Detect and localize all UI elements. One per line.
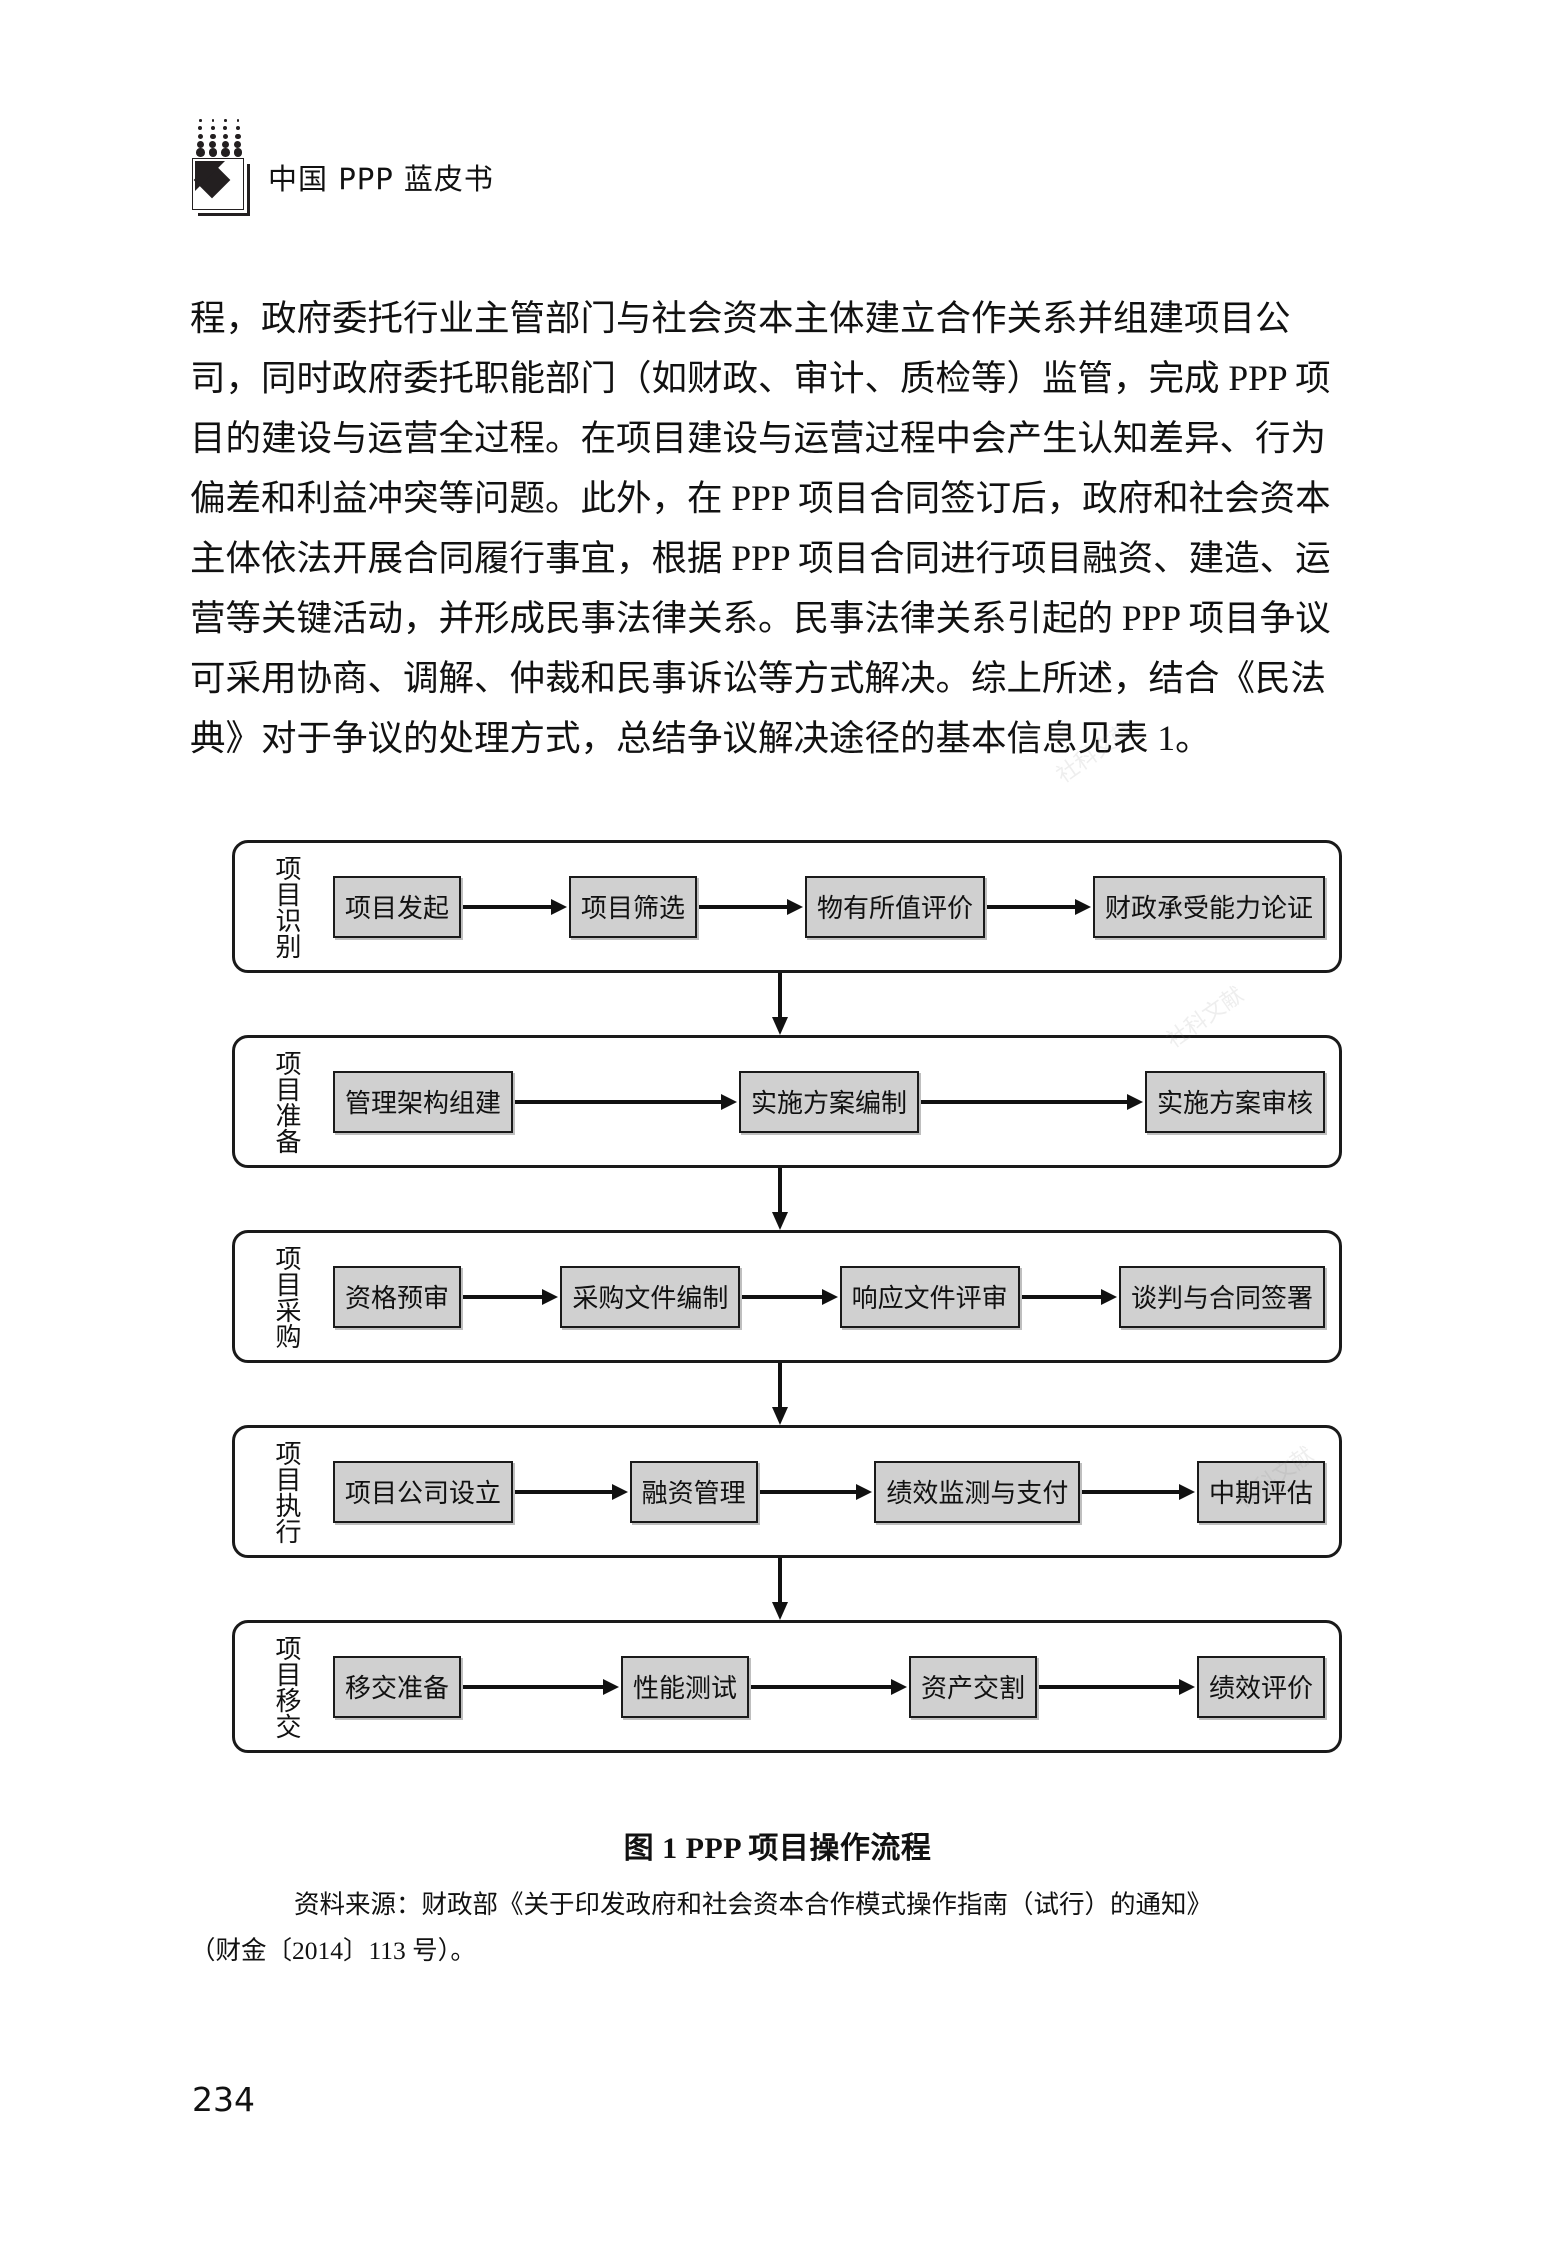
paragraph-line-text: 主体依法开展合同履行事宜，根据 PPP 项目合同进行项目融资、建造、运 bbox=[190, 538, 1331, 578]
paragraph-line: 司，同时政府委托职能部门（如财政、审计、质检等）监管，完成 PPP 项 bbox=[190, 348, 1368, 408]
paragraph-line-text: 营等关键活动，并形成民事法律关系。民事法律关系引起的 PPP 项目争议 bbox=[190, 598, 1331, 638]
flow-step-box: 响应文件评审 bbox=[839, 1265, 1020, 1328]
flow-step-box: 管理架构组建 bbox=[333, 1070, 514, 1133]
flow-step-box: 绩效监测与支付 bbox=[874, 1460, 1081, 1523]
arrow-right-icon bbox=[1021, 1288, 1117, 1305]
flow-stage-steps: 资格预审 采购文件编制 响应文件评审 谈判与合同签署 bbox=[329, 1265, 1339, 1328]
flow-stage: 项目采购 资格预审 采购文件编制 响应文件评审 谈判与合同签署 bbox=[232, 1230, 1342, 1363]
arrow-right-icon bbox=[921, 1093, 1143, 1110]
arrow-down-icon bbox=[772, 1168, 788, 1230]
paragraph-line-text: 目的建设与运营全过程。在项目建设与运营过程中会产生认知差异、行为 bbox=[190, 418, 1327, 458]
arrow-right-icon bbox=[742, 1288, 838, 1305]
arrow-right-icon bbox=[699, 898, 803, 915]
page-header: 中国 PPP 蓝皮书 bbox=[190, 116, 494, 216]
flow-stage: 项目准备 管理架构组建 实施方案编制 实施方案审核 bbox=[232, 1035, 1342, 1168]
logo-page-shape bbox=[192, 158, 244, 210]
paragraph-line: 偏差和利益冲突等问题。此外，在 PPP 项目合同签订后，政府和社会资本 bbox=[190, 468, 1368, 528]
book-page-logo-icon bbox=[190, 116, 252, 216]
flow-step-box: 实施方案审核 bbox=[1145, 1070, 1326, 1133]
page-title: 中国 PPP 蓝皮书 bbox=[268, 162, 494, 196]
paragraph-line: 主体依法开展合同履行事宜，根据 PPP 项目合同进行项目融资、建造、运 bbox=[190, 528, 1368, 588]
arrow-right-icon bbox=[515, 1093, 737, 1110]
paragraph-line: 营等关键活动，并形成民事法律关系。民事法律关系引起的 PPP 项目争议 bbox=[190, 588, 1368, 648]
stage-connector bbox=[232, 973, 1342, 1035]
flow-step-box: 性能测试 bbox=[621, 1655, 750, 1718]
flow-step-box: 移交准备 bbox=[333, 1655, 462, 1718]
ppp-process-flowchart: 项目识别 项目发起 项目筛选 物有所值评价 财政承受能力论证项目准备 管理架构组建 实施方案… bbox=[232, 840, 1342, 1753]
paragraph-line: 目的建设与运营全过程。在项目建设与运营过程中会产生认知差异、行为 bbox=[190, 408, 1368, 468]
page-number: 234 bbox=[192, 2080, 255, 2119]
flow-step-box: 融资管理 bbox=[629, 1460, 758, 1523]
flow-stage-steps: 项目公司设立 融资管理 绩效监测与支付 中期评估 bbox=[329, 1460, 1339, 1523]
arrow-right-icon bbox=[987, 898, 1091, 915]
stage-connector bbox=[232, 1558, 1342, 1620]
paragraph-line: 典》对于争议的处理方式，总结争议解决途径的基本信息见表 1。 bbox=[190, 708, 1368, 768]
figure-source-note: 资料来源：财政部《关于印发政府和社会资本合作模式操作指南（试行）的通知》 （财金… bbox=[190, 1882, 1375, 1974]
arrow-right-icon bbox=[751, 1678, 907, 1695]
arrow-right-icon bbox=[1082, 1483, 1195, 1500]
arrow-down-icon bbox=[772, 973, 788, 1035]
logo-shadow bbox=[198, 164, 250, 216]
source-line-2: （财金〔2014〕113 号）。 bbox=[190, 1936, 476, 1965]
logo-dot-grid bbox=[196, 116, 246, 157]
flow-stage-steps: 管理架构组建 实施方案编制 实施方案审核 bbox=[329, 1070, 1339, 1133]
paragraph-line-text: 程，政府委托行业主管部门与社会资本主体建立合作关系并组建项目公 bbox=[190, 298, 1291, 338]
paragraph-line: 程，政府委托行业主管部门与社会资本主体建立合作关系并组建项目公 bbox=[190, 288, 1368, 348]
flow-step-box: 谈判与合同签署 bbox=[1118, 1265, 1325, 1328]
paragraph-line-text: 典》对于争议的处理方式，总结争议解决途径的基本信息见表 1。 bbox=[190, 718, 1211, 758]
paragraph-line-text: 偏差和利益冲突等问题。此外，在 PPP 项目合同签订后，政府和社会资本 bbox=[190, 478, 1331, 518]
source-line-1: 资料来源：财政部《关于印发政府和社会资本合作模式操作指南（试行）的通知》 bbox=[294, 1890, 1213, 1919]
arrow-right-icon bbox=[515, 1483, 628, 1500]
arrow-down-icon bbox=[772, 1558, 788, 1620]
flow-step-box: 物有所值评价 bbox=[805, 875, 986, 938]
arrow-down-icon bbox=[772, 1363, 788, 1425]
paragraph-line-text: 可采用协商、调解、仲裁和民事诉讼等方式解决。综上所述，结合《民法 bbox=[190, 658, 1327, 698]
flow-stage: 项目移交 移交准备 性能测试 资产交割 绩效评价 bbox=[232, 1620, 1342, 1753]
flow-step-box: 实施方案编制 bbox=[739, 1070, 920, 1133]
flow-stage: 项目执行 项目公司设立 融资管理 绩效监测与支付 中期评估 bbox=[232, 1425, 1342, 1558]
paragraph-line-text: 司，同时政府委托职能部门（如财政、审计、质检等）监管，完成 PPP 项 bbox=[190, 358, 1331, 398]
flow-stage-steps: 项目发起 项目筛选 物有所值评价 财政承受能力论证 bbox=[329, 875, 1339, 938]
flow-step-box: 采购文件编制 bbox=[560, 1265, 741, 1328]
body-paragraph: 程，政府委托行业主管部门与社会资本主体建立合作关系并组建项目公 司，同时政府委托… bbox=[190, 288, 1368, 768]
flow-stage-label: 项目移交 bbox=[272, 1634, 301, 1739]
stage-connector bbox=[232, 1363, 1342, 1425]
flow-stage: 项目识别 项目发起 项目筛选 物有所值评价 财政承受能力论证 bbox=[232, 840, 1342, 973]
flow-step-box: 资产交割 bbox=[909, 1655, 1038, 1718]
figure-caption: 图 1 PPP 项目操作流程 bbox=[623, 1832, 932, 1865]
arrow-right-icon bbox=[463, 1678, 619, 1695]
flow-step-box: 绩效评价 bbox=[1197, 1655, 1326, 1718]
flow-step-box: 中期评估 bbox=[1196, 1460, 1325, 1523]
flow-step-box: 项目发起 bbox=[333, 875, 462, 938]
arrow-right-icon bbox=[463, 1288, 559, 1305]
paragraph-line: 可采用协商、调解、仲裁和民事诉讼等方式解决。综上所述，结合《民法 bbox=[190, 648, 1368, 708]
flow-stage-steps: 移交准备 性能测试 资产交割 绩效评价 bbox=[329, 1655, 1339, 1718]
stage-connector bbox=[232, 1168, 1342, 1230]
arrow-right-icon bbox=[759, 1483, 873, 1500]
flow-step-box: 项目筛选 bbox=[569, 875, 698, 938]
flow-stage-label: 项目采购 bbox=[272, 1244, 301, 1349]
flow-step-box: 财政承受能力论证 bbox=[1093, 875, 1326, 938]
flow-step-box: 项目公司设立 bbox=[333, 1460, 514, 1523]
flow-step-box: 资格预审 bbox=[333, 1265, 462, 1328]
flow-stage-label: 项目准备 bbox=[272, 1049, 301, 1154]
flow-stage-label: 项目执行 bbox=[272, 1439, 301, 1544]
flow-stage-label: 项目识别 bbox=[272, 854, 301, 959]
arrow-right-icon bbox=[1039, 1678, 1195, 1695]
arrow-right-icon bbox=[463, 898, 567, 915]
